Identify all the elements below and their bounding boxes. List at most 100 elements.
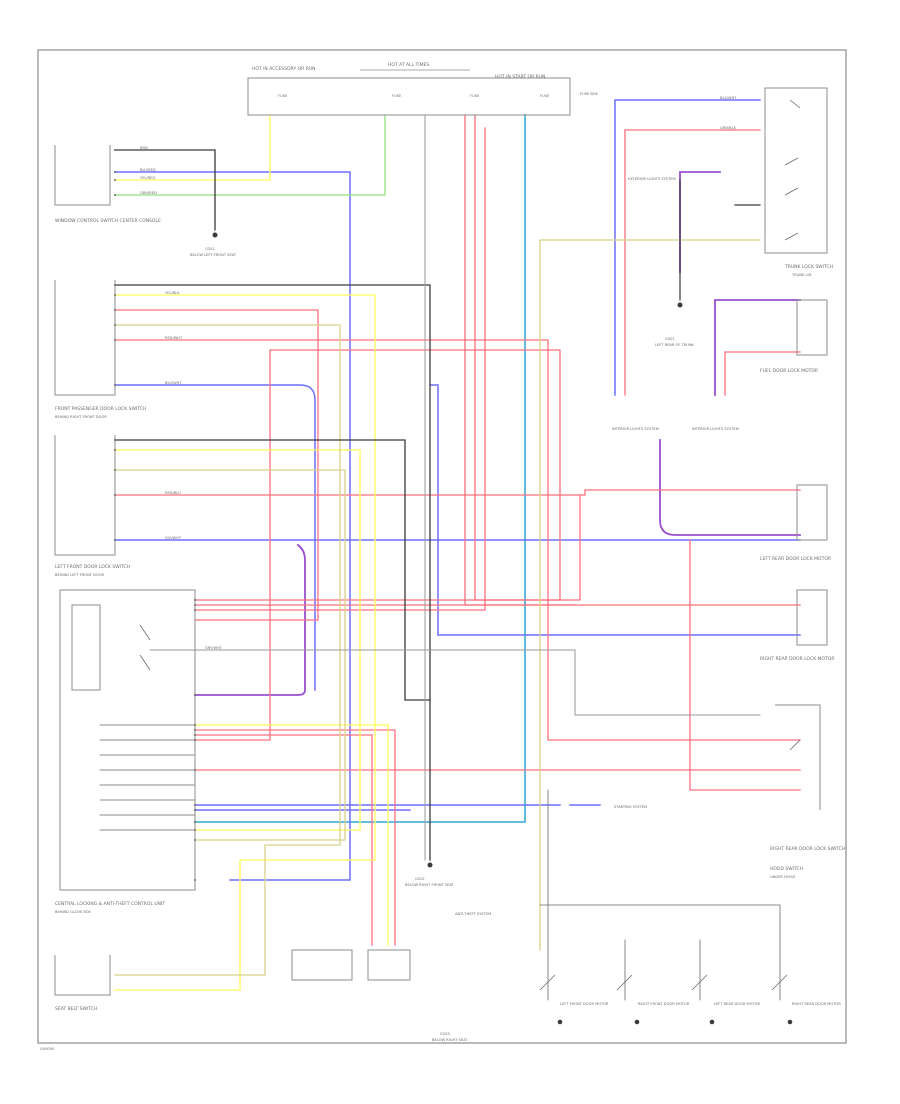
central-unit-loc: BEHIND GLOVE BOX (55, 910, 91, 914)
wire-bottom-1 (539, 789, 781, 1001)
rr-door-motor-label: RIGHT REAR DOOR MOTOR (792, 1002, 841, 1006)
front-pass-door-bracket (54, 280, 116, 396)
ground-g2: G301 (665, 337, 675, 341)
wire-label-5: YEL/BLK (165, 291, 180, 295)
ground-g1: G201 (205, 247, 215, 251)
exterior-lights-ref: EXTERIOR LIGHTS SYSTEM (628, 177, 676, 181)
wire-red-2 (114, 489, 801, 496)
wire-purple-2 (714, 299, 801, 396)
wire-label-4: GRN/RED (140, 191, 157, 195)
wires (99, 99, 801, 1001)
wire-red-13 (114, 309, 319, 621)
right-rear-door-box (796, 589, 828, 646)
wire-red-10 (689, 539, 801, 791)
rf-door-motor-label: RIGHT FRONT DOOR MOTOR (638, 1002, 690, 1006)
fuse-left-header: HOT IN ACCESSORY OR RUN (252, 66, 316, 72)
wire-red-6 (194, 127, 576, 611)
window-switch-label: WINDOW CONTROL SWITCH CENTER CONSOLE (55, 218, 161, 224)
wire-yellow-3 (114, 449, 361, 831)
wire-blue-2 (114, 384, 316, 691)
central-unit-module (71, 604, 101, 691)
wire-purple-3 (194, 543, 306, 696)
ground-g4: G203 (440, 1032, 450, 1036)
wire-black-3 (114, 439, 431, 701)
wire-blue-5 (614, 99, 761, 396)
fuse-mid-header: HOT AT ALL TIMES (388, 62, 429, 68)
wire-red-1 (114, 339, 801, 741)
wire-blue-1 (114, 171, 351, 881)
lr-door-motor-label: LEFT REAR DOOR MOTOR (714, 1002, 760, 1006)
wire-label-11: BLK/WHT (720, 96, 737, 100)
wire-label-10: GRY/WHT (205, 646, 223, 650)
left-front-door-bracket (54, 435, 116, 556)
switch-symbols (139, 99, 801, 991)
wire-label-3: YEL/RED (140, 176, 155, 180)
left-front-door-loc: BEHIND LEFT FRONT DOOR (55, 573, 105, 577)
wire-yellow-1 (114, 114, 271, 181)
wire-label-12: GRN/BLK (720, 126, 737, 130)
right-door-switch-label: RIGHT REAR DOOR LOCK SWITCH (770, 846, 845, 852)
wire-red-5 (194, 349, 561, 741)
fuse-c-label: FUSE (470, 94, 480, 98)
ground-g1-loc: BELOW LEFT FRONT SEAT (190, 253, 237, 257)
wire-bundle-left (99, 724, 196, 831)
connector-pins (114, 149, 196, 881)
wire-purple-1 (659, 439, 801, 536)
wire-yellow-4 (194, 724, 389, 946)
wire-blue-3 (429, 384, 801, 636)
fuse-a-label: FUSE (278, 94, 288, 98)
wire-label-9: VIO/WHT (165, 536, 182, 540)
wire-khaki-2 (114, 324, 341, 976)
fuse-box (247, 77, 571, 116)
hood-switch-bracket (775, 704, 821, 810)
wire-label-1: BRN (140, 146, 148, 150)
fuel-door-label: FUEL DOOR LOCK MOTOR (760, 368, 818, 374)
wire-red-11 (194, 729, 396, 946)
wire-label-8: RED/BLU (165, 491, 181, 495)
trunk-loc: TRUNK LID (791, 273, 812, 277)
ground-g2-loc: LEFT REAR OF TRUNK (655, 343, 695, 347)
trunk-switch-label: TRUNK LOCK SWITCH (784, 264, 833, 270)
wire-label-6: RED/WHT (165, 336, 183, 340)
trunk-switch-box (764, 87, 828, 254)
ground-g3: G202 (415, 877, 425, 881)
wire-red-3 (464, 114, 801, 606)
central-unit-label: CENTRAL LOCKING & ANTI-THEFT CONTROL UNI… (55, 901, 165, 907)
wire-red-7 (624, 129, 761, 396)
fuse-box-label: FUSE BOX (580, 92, 598, 96)
ground-g4-loc: BELOW RIGHT SEAT (432, 1038, 468, 1042)
left-front-door-label: LEFT FRONT DOOR LOCK SWITCH (55, 564, 130, 570)
wire-red-8 (724, 351, 801, 396)
hood-loc: UNDER HOOD (770, 875, 795, 879)
wire-khaki-3 (114, 469, 346, 841)
fuse-d-label: FUSE (540, 94, 550, 98)
left-rear-door-box (796, 484, 828, 541)
wire-label-7: BLU/WHT (165, 381, 182, 385)
diagram-frame (37, 49, 847, 1044)
interior-lights-ref: INTERIOR LIGHTS SYSTEM (612, 427, 659, 431)
wire-green-1 (114, 114, 386, 196)
lf-door-motor-label: LEFT FRONT DOOR MOTOR (560, 1002, 609, 1006)
hood-switch-label: HOOD SWITCH (770, 866, 803, 872)
front-pass-door-label: FRONT PASSENGER DOOR LOCK SWITCH (55, 406, 146, 412)
wire-purple-4 (679, 171, 721, 273)
interior-lights-ref-2: INTERIOR LIGHTS SYSTEM (692, 427, 739, 431)
fuse-b-label: FUSE (392, 94, 402, 98)
ground-symbols (212, 232, 793, 1025)
wire-red-12 (194, 734, 373, 946)
components: HOT IN ACCESSORY OR RUN HOT AT ALL TIMES… (40, 62, 845, 1051)
window-switch-bracket (54, 145, 111, 206)
wire-black-1 (114, 149, 216, 231)
seat-belt-label: SEAT BELT SWITCH (55, 1006, 97, 1012)
wire-khaki-1 (539, 239, 761, 951)
seat-belt-bracket (54, 955, 111, 996)
bottom-motors (291, 949, 411, 981)
wire-code-labels: BRN BLU/RED YEL/RED GRN/RED YEL/BLK RED/… (140, 96, 737, 650)
anti-theft-ref: ANTI-THEFT SYSTEM (455, 912, 491, 916)
fuel-door-box (796, 299, 828, 356)
ground-g3-loc: BELOW RIGHT FRONT SEAT (405, 883, 455, 887)
fuse-right-header: HOT IN START OR RUN (495, 74, 545, 80)
wire-gray-1 (149, 649, 761, 716)
front-pass-door-loc: BEHIND RIGHT FRONT DOOR (55, 415, 107, 419)
